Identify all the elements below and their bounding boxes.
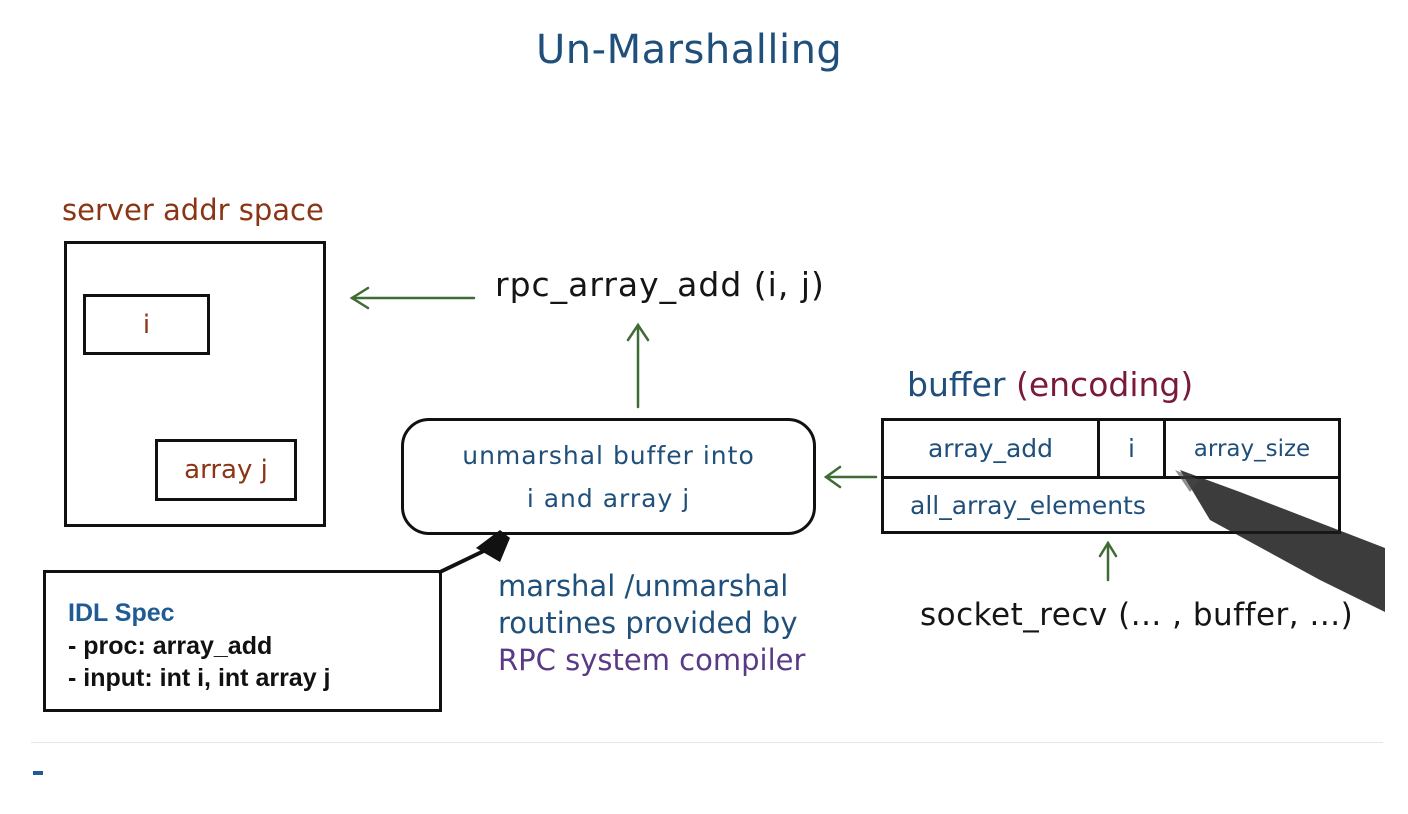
marshal-note-line-1: marshal /unmarshal [498, 569, 789, 603]
dash-mark [33, 771, 43, 775]
unmarshal-line-2: i and array j [526, 483, 691, 513]
unmarshal-line-1: unmarshal buffer into [462, 440, 755, 470]
server-array-j-label: array j [184, 455, 268, 485]
slide-title: Un-Marshalling [536, 27, 843, 73]
buffer-header-row: array_add i array_size [884, 421, 1338, 479]
idl-spec-title: IDL Spec [68, 599, 175, 627]
buffer-table: array_add i array_size all_array_element… [881, 418, 1341, 534]
buffer-cell-all-array-elements: all_array_elements [910, 490, 1146, 520]
idl-spec-proc: - proc: array_add [68, 631, 273, 660]
server-var-i-box: i [83, 294, 210, 355]
arrow-socket-to-buffer [1098, 540, 1118, 582]
marshal-routines-note: marshal /unmarshal routines provided by … [498, 568, 805, 679]
buffer-label-text: buffer [907, 365, 1006, 404]
server-array-j-box: array j [155, 439, 297, 501]
buffer-cell-array-size: array_size [1193, 435, 1311, 462]
buffer-elements-row: all_array_elements [884, 479, 1338, 531]
encoding-label-text: (encoding) [1015, 365, 1194, 404]
idl-spec-input: - input: int i, int array j [68, 664, 331, 692]
buffer-cell-i: i [1100, 421, 1166, 476]
video-frame-edge [31, 742, 1383, 743]
server-var-i-label: i [142, 309, 151, 340]
unmarshal-step-box: unmarshal buffer into i and array j [401, 418, 816, 535]
server-addr-space-box [64, 241, 326, 527]
server-addr-space-label: server addr space [62, 193, 324, 227]
stylus-pen-icon [1175, 470, 1385, 612]
arrow-rpc-to-server [349, 286, 476, 310]
idl-spec-box: IDL Spec - proc: array_add - input: int … [43, 570, 442, 712]
marshal-note-line-2: routines provided by [498, 606, 798, 641]
marshal-note-line-3: RPC system compiler [498, 643, 806, 678]
arrow-unmarshal-to-rpc [626, 322, 650, 409]
idl-to-unmarshal-pointer [438, 530, 510, 574]
buffer-encoding-label: buffer (encoding) [907, 368, 1193, 401]
buffer-cell-array-add: array_add [884, 421, 1100, 476]
arrow-buffer-to-unmarshal [823, 465, 878, 489]
socket-recv-label: socket_recv (... , buffer, ...) [920, 597, 1354, 633]
rpc-call-label: rpc_array_add (i, j) [495, 265, 825, 304]
